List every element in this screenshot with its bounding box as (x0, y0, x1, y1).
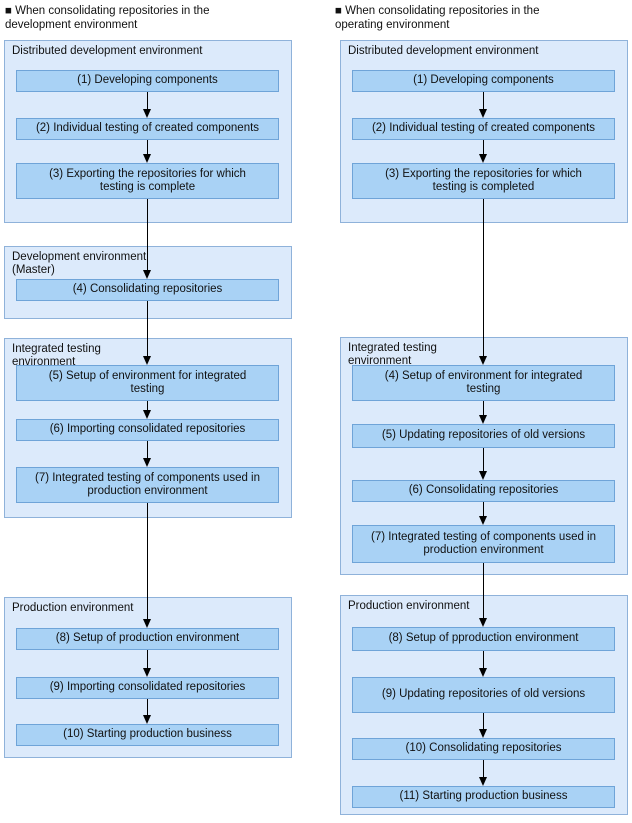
flow-arrow (479, 448, 488, 480)
step-box: (10) Consolidating repositories (352, 738, 615, 760)
step-box: (9) Importing consolidated repositories (16, 677, 279, 699)
step-box: (3) Exporting the repositories for which… (16, 163, 279, 199)
flow-arrow (143, 699, 152, 724)
step-box: (6) Consolidating repositories (352, 480, 615, 502)
step-box: (2) Individual testing of created compon… (16, 118, 279, 140)
step-box: (10) Starting production business (16, 724, 279, 746)
env-label: Production environment (12, 602, 134, 614)
flow-arrow (143, 401, 152, 419)
step-box: (6) Importing consolidated repositories (16, 419, 279, 441)
flow-arrow (479, 651, 488, 677)
flow-arrow (143, 199, 152, 279)
section-heading-left: ■ When consolidating repositories in the… (5, 5, 210, 31)
flow-arrow (143, 650, 152, 677)
step-box: (1) Developing components (16, 70, 279, 92)
env-label: Distributed development environment (12, 45, 203, 57)
step-box: (3) Exporting the repositories for which… (352, 163, 615, 199)
flow-arrow (143, 301, 152, 365)
env-label: Distributed development environment (348, 45, 539, 57)
step-box: (7) Integrated testing of components use… (352, 525, 615, 563)
flow-arrow (479, 563, 488, 627)
step-box: (5) Updating repositories of old version… (352, 424, 615, 448)
step-box: (5) Setup of environment for integrated … (16, 365, 279, 401)
flow-arrow (479, 401, 488, 424)
flow-arrow (479, 199, 488, 365)
flow-arrow (143, 503, 152, 628)
step-box: (2) Individual testing of created compon… (352, 118, 615, 140)
flow-arrow (143, 140, 152, 163)
flow-arrow (479, 760, 488, 786)
step-box: (9) Updating repositories of old version… (352, 677, 615, 713)
step-box: (11) Starting production business (352, 786, 615, 808)
section-heading-right: ■ When consolidating repositories in the… (335, 5, 540, 31)
flow-arrow (143, 92, 152, 118)
step-box: (4) Consolidating repositories (16, 279, 279, 301)
flow-arrow (479, 140, 488, 163)
flow-arrow (479, 502, 488, 525)
env-label: Production environment (348, 600, 470, 612)
step-box: (7) Integrated testing of components use… (16, 467, 279, 503)
env-label: Development environment (Master) (12, 251, 147, 276)
step-box: (1) Developing components (352, 70, 615, 92)
step-box: (8) Setup of production environment (16, 628, 279, 650)
env-label: Integrated testing environment (348, 342, 437, 367)
step-box: (4) Setup of environment for integrated … (352, 365, 615, 401)
flow-arrow (479, 713, 488, 738)
flow-arrow (479, 92, 488, 118)
step-box: (8) Setup of pproduction environment (352, 627, 615, 651)
flow-arrow (143, 441, 152, 467)
